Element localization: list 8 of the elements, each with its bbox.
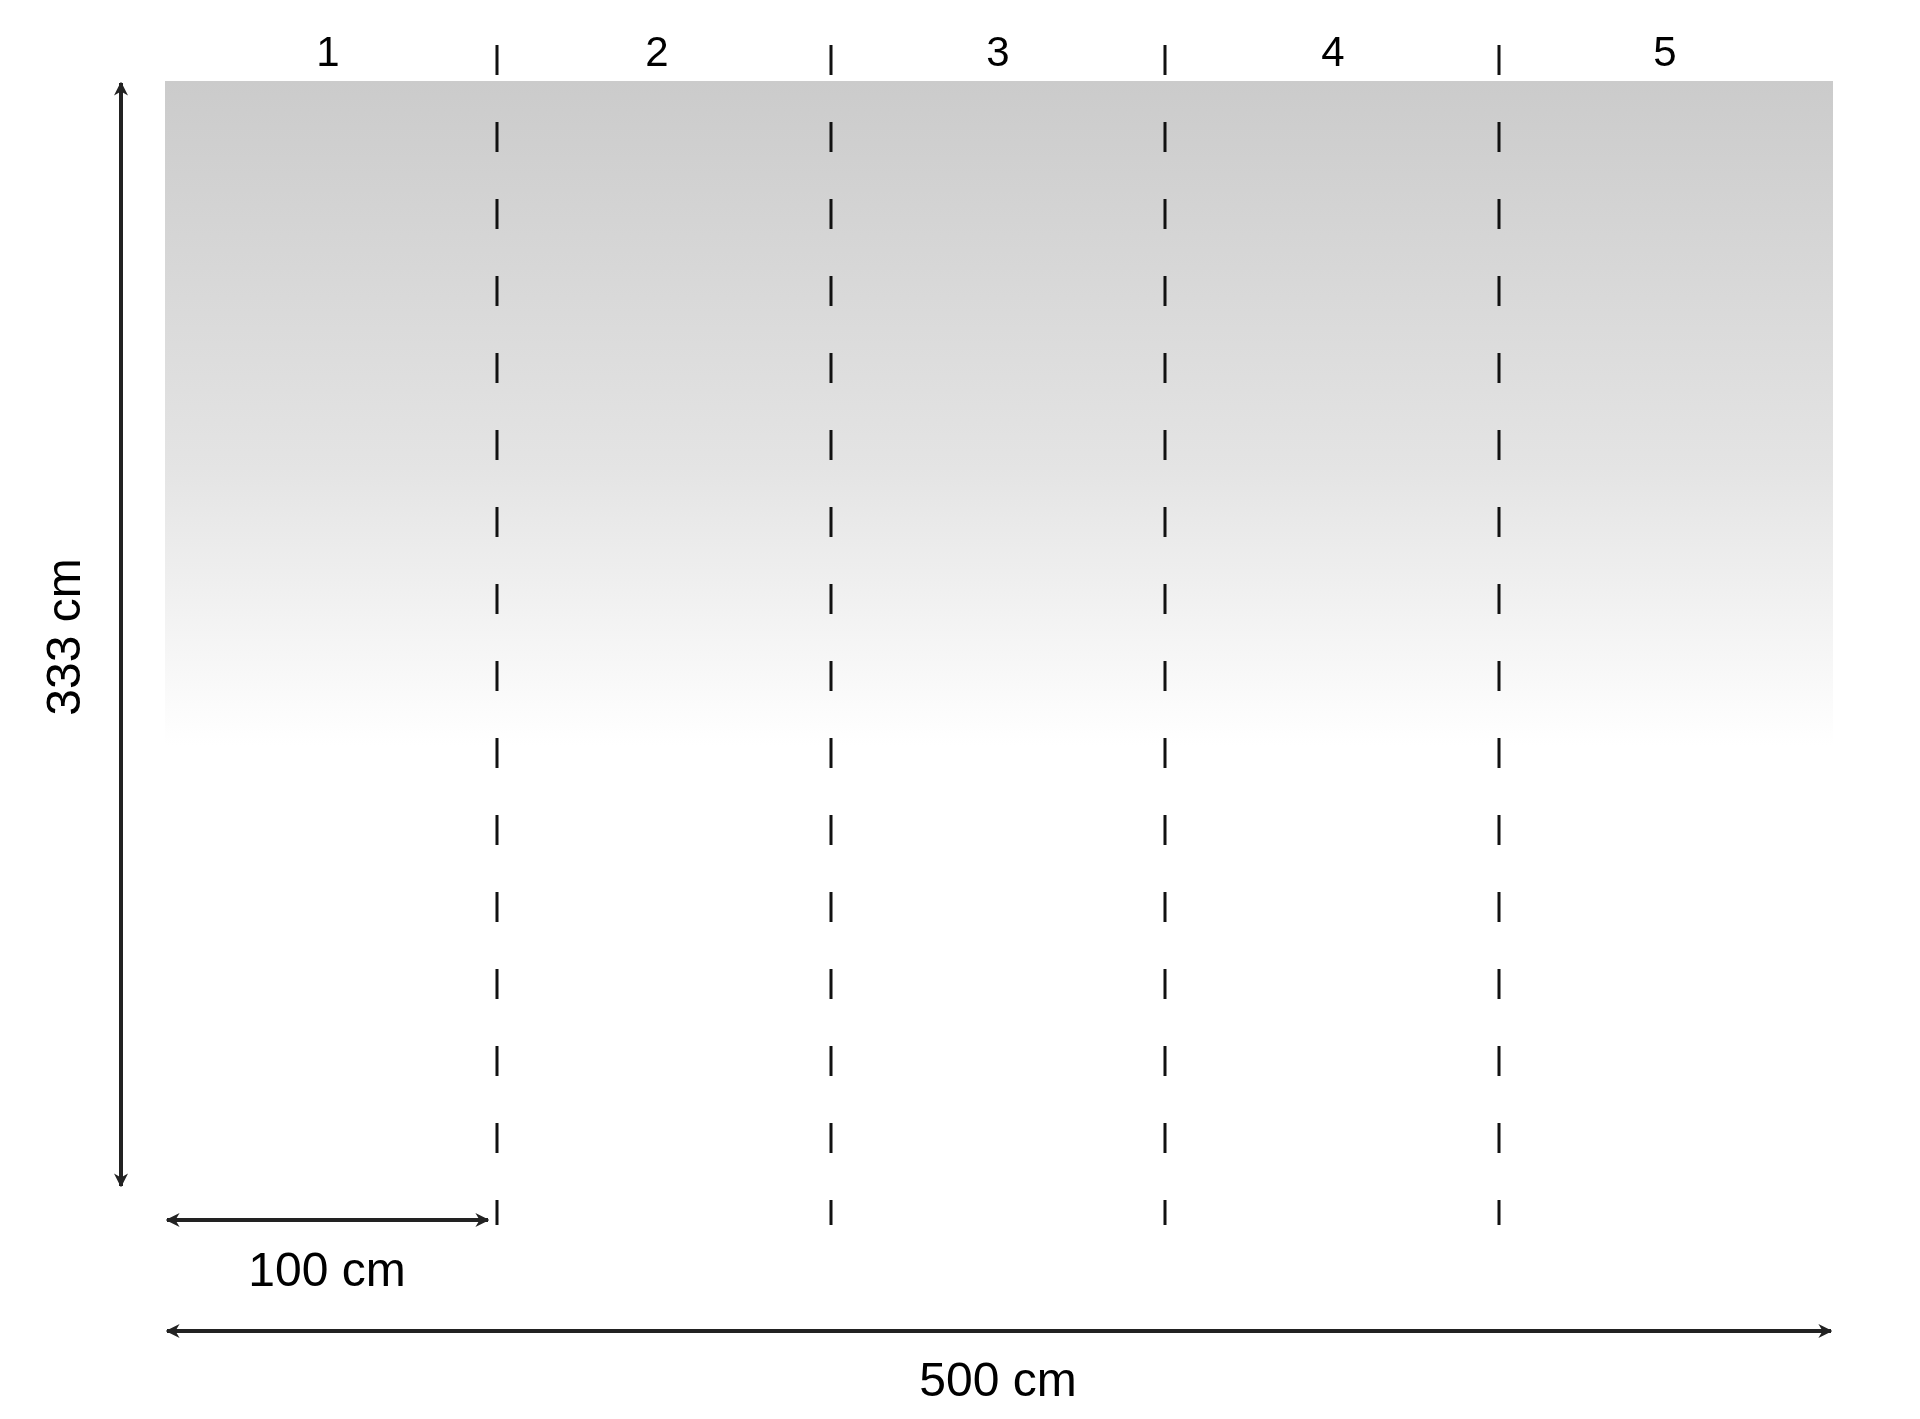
panel-number: 2 — [645, 27, 669, 75]
dimension-label: 100 cm — [248, 1243, 406, 1296]
panel-number: 4 — [1321, 27, 1345, 75]
dimension-label: 500 cm — [919, 1353, 1077, 1406]
panel-number: 1 — [316, 27, 340, 75]
dimension-label: 333 cm — [37, 558, 90, 716]
panel-number: 3 — [986, 27, 1010, 75]
panel-number: 5 — [1653, 27, 1677, 75]
